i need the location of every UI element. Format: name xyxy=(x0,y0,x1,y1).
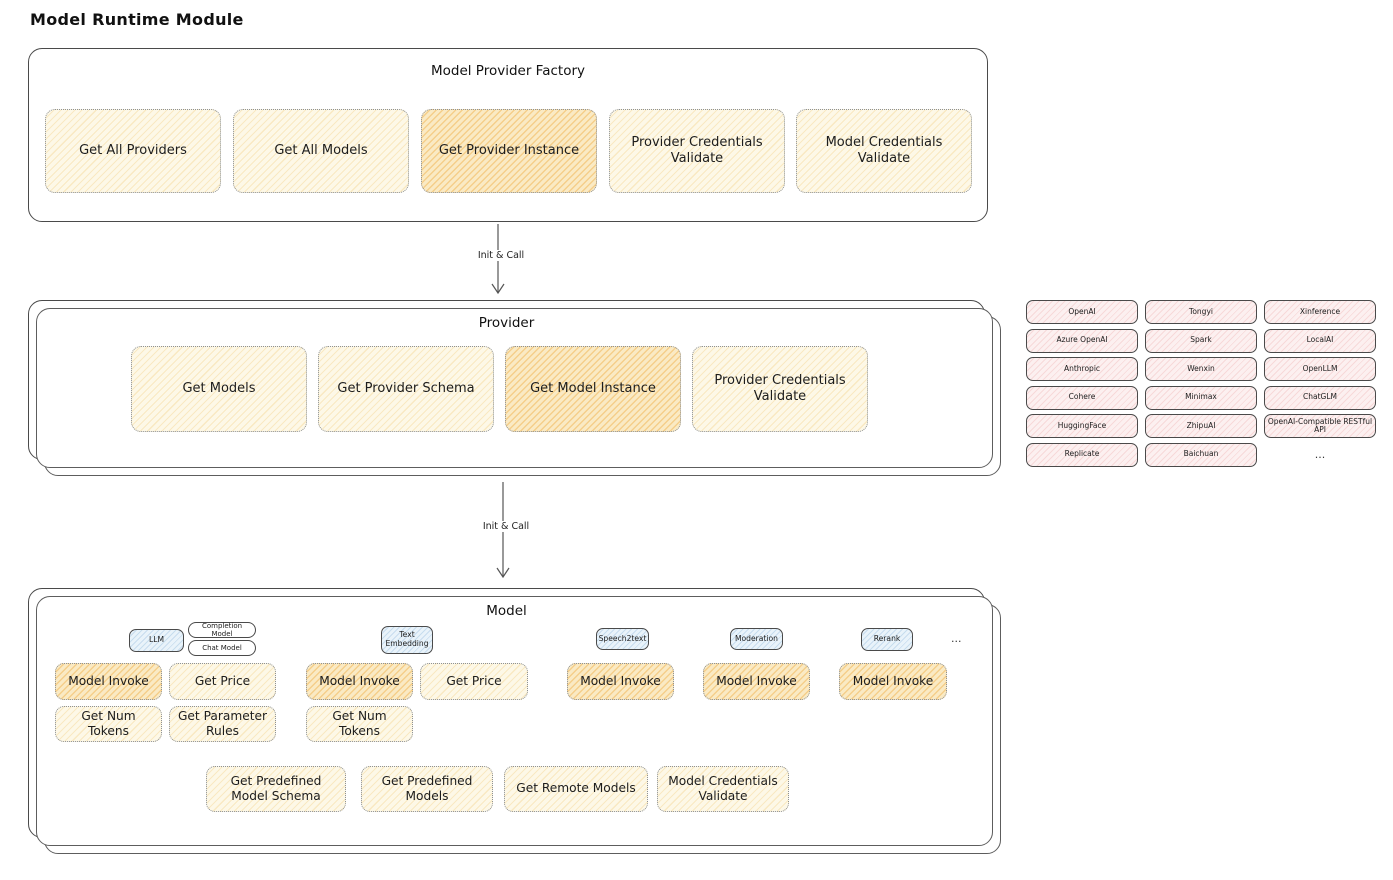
speech2text-model-invoke: Model Invoke xyxy=(567,663,674,700)
provider-credentials-validate: Provider Credentials Validate xyxy=(692,346,868,432)
model-types-ellipsis: ... xyxy=(951,632,962,645)
factory-box: Model Provider Factory Get All Providers… xyxy=(28,48,988,222)
factory-get-all-providers: Get All Providers xyxy=(45,109,221,193)
provider-chip-cohere: Cohere xyxy=(1026,385,1138,410)
provider-chip-tongyi: Tongyi xyxy=(1145,300,1257,324)
provider-chip-huggingface: HuggingFace xyxy=(1026,414,1138,438)
provider-chip-wenxin: Wenxin xyxy=(1145,357,1257,381)
badge-moderation: Moderation xyxy=(730,628,783,650)
text-embedding-get-num-tokens: Get Num Tokens xyxy=(306,706,413,742)
provider-get-models: Get Models xyxy=(131,346,307,432)
llm-get-num-tokens: Get Num Tokens xyxy=(55,706,162,742)
text-embedding-model-invoke: Model Invoke xyxy=(306,663,413,700)
provider-chip-zhipuai: ZhipuAI xyxy=(1145,414,1257,438)
provider-box: Provider Get Models Get Provider Schema … xyxy=(28,300,985,460)
provider-chip-openai-compatible: OpenAI-Compatible RESTful API xyxy=(1264,414,1376,438)
rerank-model-invoke: Model Invoke xyxy=(839,663,947,700)
factory-provider-credentials-validate: Provider Credentials Validate xyxy=(609,109,785,193)
provider-chip-openllm: OpenLLM xyxy=(1264,357,1376,381)
get-predefined-models: Get Predefined Models xyxy=(361,766,493,812)
badge-text-embedding: Text Embedding xyxy=(381,626,433,654)
llm-get-price: Get Price xyxy=(169,663,276,700)
llm-get-parameter-rules: Get Parameter Rules xyxy=(169,706,276,742)
factory-get-all-models: Get All Models xyxy=(233,109,409,193)
badge-rerank: Rerank xyxy=(861,628,913,651)
provider-chip-xinference: Xinference xyxy=(1264,300,1376,324)
factory-get-provider-instance: Get Provider Instance xyxy=(421,109,597,193)
provider-chip-localai: LocalAI xyxy=(1264,328,1376,353)
badge-chat-model: Chat Model xyxy=(188,640,256,656)
provider-chips-ellipsis: ... xyxy=(1314,448,1326,461)
provider-implementations-grid: OpenAI Tongyi Xinference Azure OpenAI Sp… xyxy=(1026,300,1376,467)
model-title: Model xyxy=(486,603,527,619)
page-title: Model Runtime Module xyxy=(30,10,244,29)
arrow-label-init-call-2: Init & Call xyxy=(467,521,545,532)
provider-chip-chatglm: ChatGLM xyxy=(1264,385,1376,410)
provider-chip-spark: Spark xyxy=(1145,328,1257,353)
provider-chip-openai: OpenAI xyxy=(1026,300,1138,324)
moderation-model-invoke: Model Invoke xyxy=(703,663,810,700)
provider-chip-azure-openai: Azure OpenAI xyxy=(1026,328,1138,353)
provider-get-model-instance: Get Model Instance xyxy=(505,346,681,432)
get-remote-models: Get Remote Models xyxy=(504,766,648,812)
provider-get-provider-schema: Get Provider Schema xyxy=(318,346,494,432)
provider-chip-anthropic: Anthropic xyxy=(1026,357,1138,381)
model-credentials-validate: Model Credentials Validate xyxy=(657,766,789,812)
text-embedding-get-price: Get Price xyxy=(420,663,528,700)
provider-chip-minimax: Minimax xyxy=(1145,385,1257,410)
badge-speech2text: Speech2text xyxy=(596,628,649,650)
get-predefined-model-schema: Get Predefined Model Schema xyxy=(206,766,346,812)
provider-chip-replicate: Replicate xyxy=(1026,442,1138,467)
provider-chip-baichuan: Baichuan xyxy=(1145,442,1257,467)
factory-title: Model Provider Factory xyxy=(430,63,585,79)
badge-completion-model: Completion Model xyxy=(188,622,256,638)
llm-model-invoke: Model Invoke xyxy=(55,663,162,700)
factory-model-credentials-validate: Model Credentials Validate xyxy=(796,109,972,193)
model-box: Model LLM Completion Model Chat Model Te… xyxy=(28,588,985,838)
provider-title: Provider xyxy=(478,315,535,331)
badge-llm: LLM xyxy=(129,629,184,652)
arrow-label-init-call-1: Init & Call xyxy=(462,250,540,261)
